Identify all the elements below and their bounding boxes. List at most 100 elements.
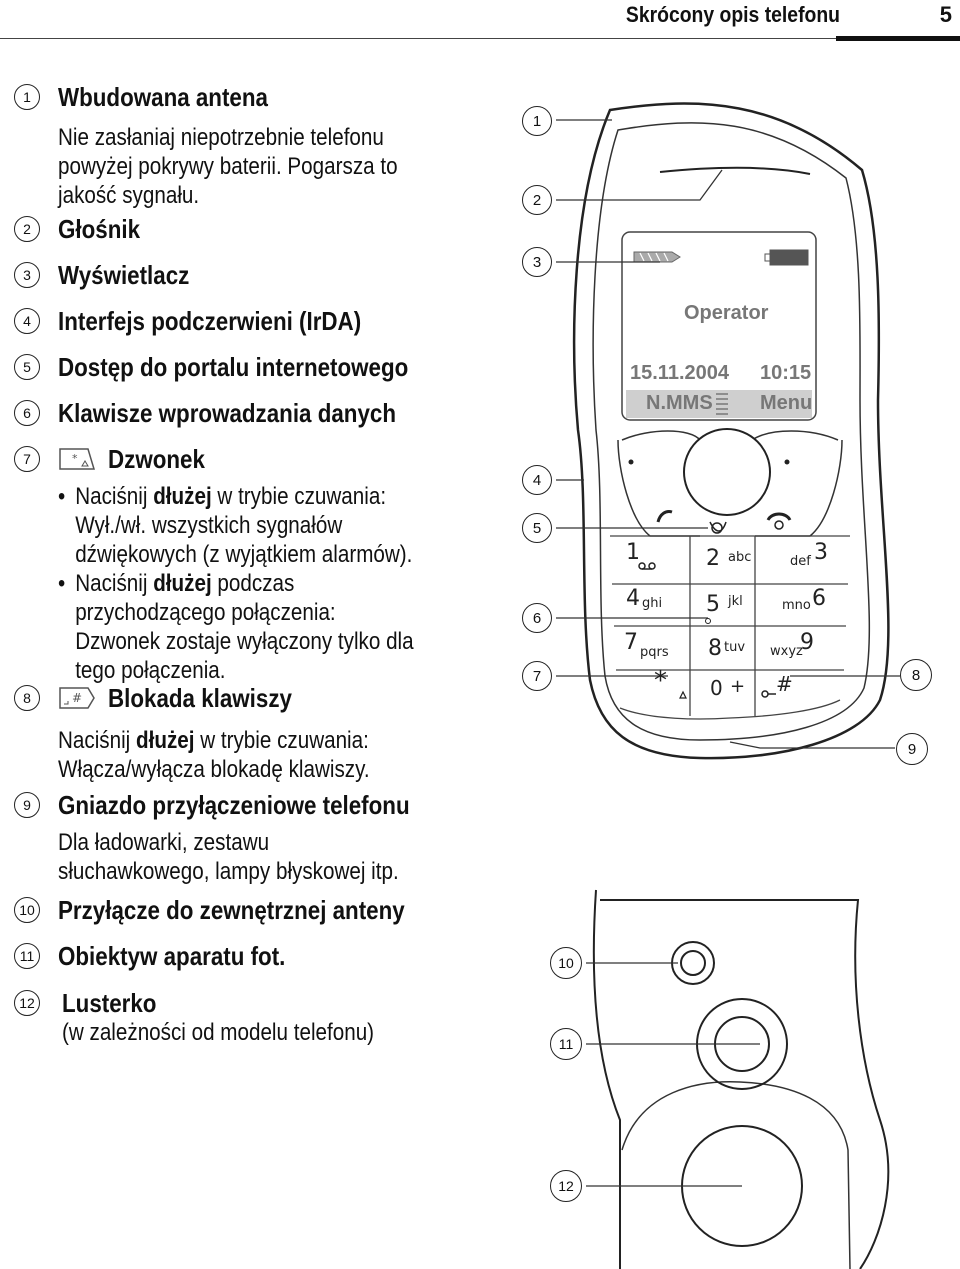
key-4-letters: ghi — [642, 596, 663, 611]
figure-callout-2: 2 — [522, 185, 552, 215]
page-number: 5 — [939, 2, 952, 27]
battery-icon — [764, 249, 809, 266]
callout-number: 2 — [14, 216, 40, 242]
callout-number: 6 — [14, 400, 40, 426]
callout-number: 11 — [14, 943, 40, 969]
key-9: 9 — [800, 630, 814, 655]
bell-icon — [679, 690, 687, 699]
item-title: Blokada klawiszy — [108, 683, 292, 713]
signal-strength-icon — [633, 251, 681, 263]
figure-callout-8: 8 — [900, 659, 932, 691]
key-8: 8 — [708, 636, 722, 661]
header-rule — [0, 38, 836, 39]
right-softkey — [751, 430, 839, 441]
right-softkey-dot — [784, 459, 790, 465]
callout-number: 1 — [14, 84, 40, 110]
key-4: 4 — [626, 586, 640, 611]
item-text: powyżej pokrywy baterii. Pogarsza to — [58, 153, 398, 180]
svg-text:#: # — [72, 691, 82, 705]
battery-cover-outline — [621, 1081, 851, 1269]
item-text: jakość sygnału. — [58, 182, 200, 209]
screen-time: 10:15 — [760, 362, 812, 384]
callout-leaders — [556, 119, 900, 749]
hash-key-icon: # — [59, 687, 95, 709]
figure-callout-11: 11 — [550, 1028, 582, 1060]
item-text: Dla ładowarki, zestawu — [58, 829, 270, 856]
callout-number: 3 — [14, 262, 40, 288]
external-antenna-connector-inner — [680, 950, 706, 976]
external-antenna-connector-outer — [671, 941, 715, 985]
speaker-slot — [659, 166, 811, 175]
item-title: Głośnik — [58, 214, 141, 244]
item-title: Lusterko — [62, 988, 157, 1018]
item-text: Włącza/wyłącza blokadę klawiszy. — [58, 756, 370, 783]
callout-number: 9 — [14, 792, 40, 818]
item-title: Dostęp do portalu internetowego — [58, 352, 409, 382]
key-9-letters: wxyz — [770, 644, 803, 659]
callout-number: 4 — [14, 308, 40, 334]
phone-back-outline — [600, 899, 890, 1269]
item-text: Nie zasłaniaj niepotrzebnie telefonu — [58, 124, 384, 151]
key-lock-icon — [761, 690, 776, 698]
item-title: Interfejs podczerwieni (IrDA) — [58, 306, 362, 336]
left-softkey — [621, 430, 701, 441]
key-0: 0 — [710, 676, 723, 700]
item-title: Obiektyw aparatu fot. — [58, 941, 286, 971]
figure-callout-10: 10 — [550, 947, 582, 979]
item-title: Dzwonek — [108, 444, 205, 474]
header-bar — [836, 36, 960, 41]
screen-operator: Operator — [684, 302, 769, 324]
item-text: Naciśnij dłużej w trybie czuwania: — [58, 727, 369, 754]
callout-number: 12 — [14, 990, 40, 1016]
key-7: 7 — [624, 630, 638, 655]
screen-left-softkey: N.MMS — [646, 392, 713, 414]
key-7-letters: pqrs — [640, 645, 669, 660]
callout-number: 5 — [14, 354, 40, 380]
key-2-letters: abc — [728, 550, 752, 565]
key-3: 3 — [814, 540, 828, 565]
call-icon — [656, 510, 673, 523]
figure-callout-6: 6 — [522, 603, 552, 633]
keypad-grid — [610, 535, 850, 720]
callout-number: 8 — [14, 685, 40, 711]
page-header-title: Skrócony opis telefonu — [625, 2, 840, 27]
left-softkey-dot — [628, 459, 634, 465]
callout-number: 10 — [14, 897, 40, 923]
key5-bump — [705, 618, 711, 624]
item-title: Klawisze wprowadzania danych — [58, 398, 396, 428]
item-title: Przyłącze do zewnętrznej anteny — [58, 895, 405, 925]
key-3-letters: def — [790, 554, 811, 569]
end-key-outline — [755, 439, 843, 537]
figure-callout-5: 5 — [522, 513, 552, 543]
screen-date: 15.11.2004 — [630, 362, 729, 384]
item-text: (w zależności od modelu telefonu) — [62, 1019, 375, 1046]
figure-callout-9: 9 — [896, 733, 928, 765]
key-star: * — [654, 666, 667, 696]
item-title: Gniazdo przyłączeniowe telefonu — [58, 790, 410, 820]
voicemail-icon — [638, 562, 656, 570]
figure-callout-7: 7 — [522, 661, 552, 691]
figure-callout-1: 1 — [522, 106, 552, 136]
key-6-letters: mno — [782, 598, 811, 613]
callout-leaders-back — [586, 962, 760, 1187]
navigation-key — [683, 428, 771, 516]
figure-callout-3: 3 — [522, 247, 552, 277]
display-frame — [621, 231, 817, 421]
callout-number: 7 — [14, 446, 40, 472]
end-call-icon — [766, 512, 792, 530]
portal-key-icon — [709, 521, 727, 534]
item-title: Wbudowana antena — [58, 82, 268, 112]
key-6: 6 — [812, 586, 826, 611]
key-5: 5 — [706, 592, 720, 617]
key-2: 2 — [706, 546, 720, 571]
key-5-letters: jkl — [728, 594, 743, 609]
item-title: Wyświetlacz — [58, 260, 190, 290]
phone-front-outline — [572, 102, 890, 760]
key-8-letters: tuv — [724, 640, 746, 655]
call-key-outline — [617, 439, 700, 537]
figure-callout-4: 4 — [522, 465, 552, 495]
item-text: słuchawkowego, lampy błyskowej itp. — [58, 858, 399, 885]
menu-lines-icon — [716, 393, 728, 415]
phone-back-outline-left — [592, 889, 621, 1269]
